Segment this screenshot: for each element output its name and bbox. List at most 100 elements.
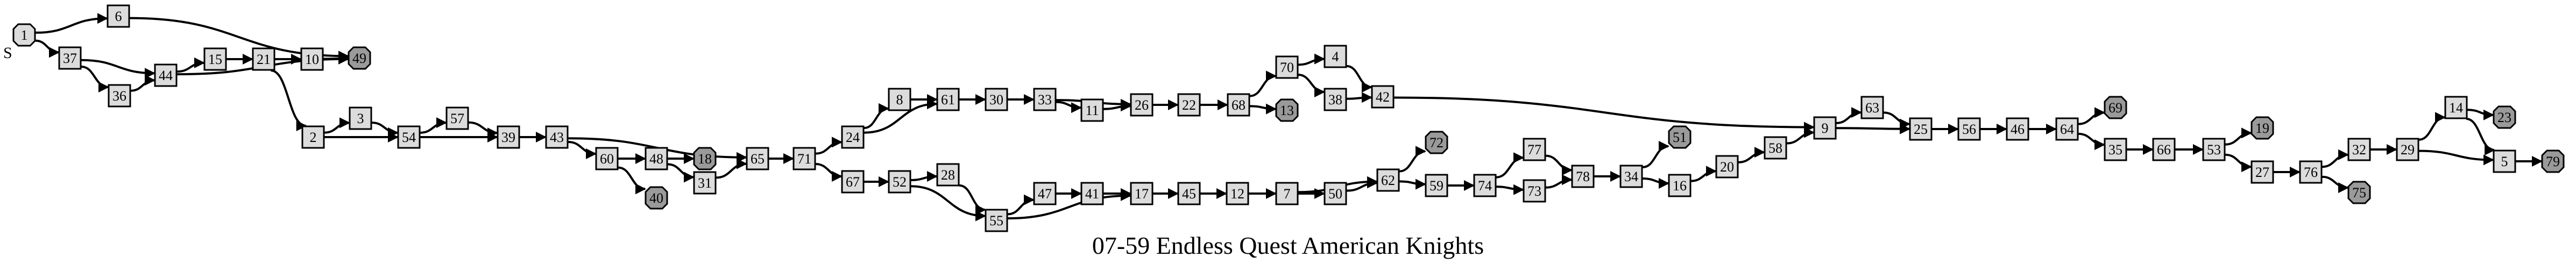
node-label: 46 [2011,122,2025,137]
node-32: 32 [2347,138,2371,161]
node-shape [1909,117,1933,141]
edge-68-13 [1249,103,1277,115]
node-label: 29 [2401,142,2415,158]
edge-68-70 [1249,70,1277,97]
node-20: 20 [1715,155,1739,179]
node-67: 67 [841,170,865,194]
node-label: 16 [1673,178,1687,194]
edge-71-24 [815,137,843,155]
edge-9-25 [1836,123,1910,134]
edge-55-47 [1007,194,1035,216]
edge-71-67 [815,163,843,182]
node-shape [445,106,469,130]
node-56: 56 [1957,117,1981,141]
node-30: 30 [985,88,1008,111]
edge-37-36 [81,65,109,92]
node-label: 61 [941,92,955,108]
edge-44-15 [176,57,205,73]
node-shape [841,170,865,194]
node-shape [841,125,865,149]
edge-29-14 [2418,112,2446,141]
node-label: 6 [115,9,122,24]
node-41: 41 [1080,182,1104,205]
node-59: 59 [1425,174,1448,197]
node-17: 17 [1130,182,1153,205]
node-label: 60 [600,151,614,167]
node-label: 5 [2501,154,2508,169]
node-39: 39 [497,125,520,149]
node-shape [1226,182,1249,205]
node-3: 3 [349,106,372,130]
node-34: 34 [1619,165,1643,188]
node-26: 26 [1130,93,1153,117]
node-label: 63 [1865,100,1879,116]
edge-55-17 [1007,190,1131,220]
node-label: 37 [63,51,77,66]
node-shape [545,125,569,149]
node-label: 25 [1914,122,1928,137]
node-label: 28 [941,167,955,183]
node-shape [58,46,82,70]
node-label: 30 [989,92,1003,108]
node-label: 64 [2060,122,2074,137]
node-25: 25 [1909,117,1933,141]
edge-4-42 [1346,65,1372,93]
node-label: 73 [1527,183,1541,199]
node-label: 41 [1085,186,1099,202]
node-shape [2251,160,2274,184]
node-54: 54 [397,125,421,149]
node-shape [497,125,520,149]
node-73: 73 [1523,179,1546,203]
node-label: 55 [989,213,1003,229]
node-label: 65 [751,151,765,167]
node-shape [252,47,275,71]
node-16: 16 [1668,174,1692,197]
node-28: 28 [936,163,960,187]
node-2: 2 [301,125,325,149]
edge-33-11 [1056,101,1082,113]
node-shape [300,47,324,71]
node-label: 67 [846,174,860,190]
node-shape [108,84,131,108]
node-shape [1715,155,1739,179]
node-45: 45 [1177,182,1201,205]
edge-36-44 [130,75,155,92]
node-shape [645,147,668,170]
node-74: 74 [1473,174,1497,197]
node-shape [1957,117,1981,141]
node-shape [693,147,717,170]
edge-10-49 [323,53,349,64]
node-label: 17 [1135,186,1149,202]
edge-37-44 [81,59,155,79]
node-77: 77 [1523,138,1546,161]
end-node-75: 75 [2347,181,2371,204]
edge-34-51 [1642,141,1669,168]
node-78: 78 [1571,165,1595,188]
node-shape [693,171,717,195]
node-76: 76 [2299,160,2323,184]
node-70: 70 [1275,55,1299,79]
node-label: 69 [2108,100,2122,116]
node-shape [1668,174,1692,197]
node-label: 49 [352,51,366,66]
edge-24-8 [864,103,889,130]
node-label: 13 [1280,103,1294,118]
end-node-40: 40 [645,186,668,210]
node-shape [1668,125,1692,149]
node-48: 48 [645,147,668,170]
node-shape [1473,174,1497,197]
node-shape [2055,117,2079,141]
node-label: 26 [1135,97,1149,113]
node-label: 74 [1478,178,1492,194]
node-shape [1764,136,1787,160]
node-shape [1033,182,1057,205]
node-label: 35 [2108,142,2122,158]
edges-layer [35,13,2543,222]
edge-52-55 [910,185,986,222]
node-shape [1275,55,1299,79]
node-shape [792,147,816,170]
node-label: 75 [2352,185,2366,201]
node-shape [1619,165,1643,188]
node-shape [349,106,372,130]
